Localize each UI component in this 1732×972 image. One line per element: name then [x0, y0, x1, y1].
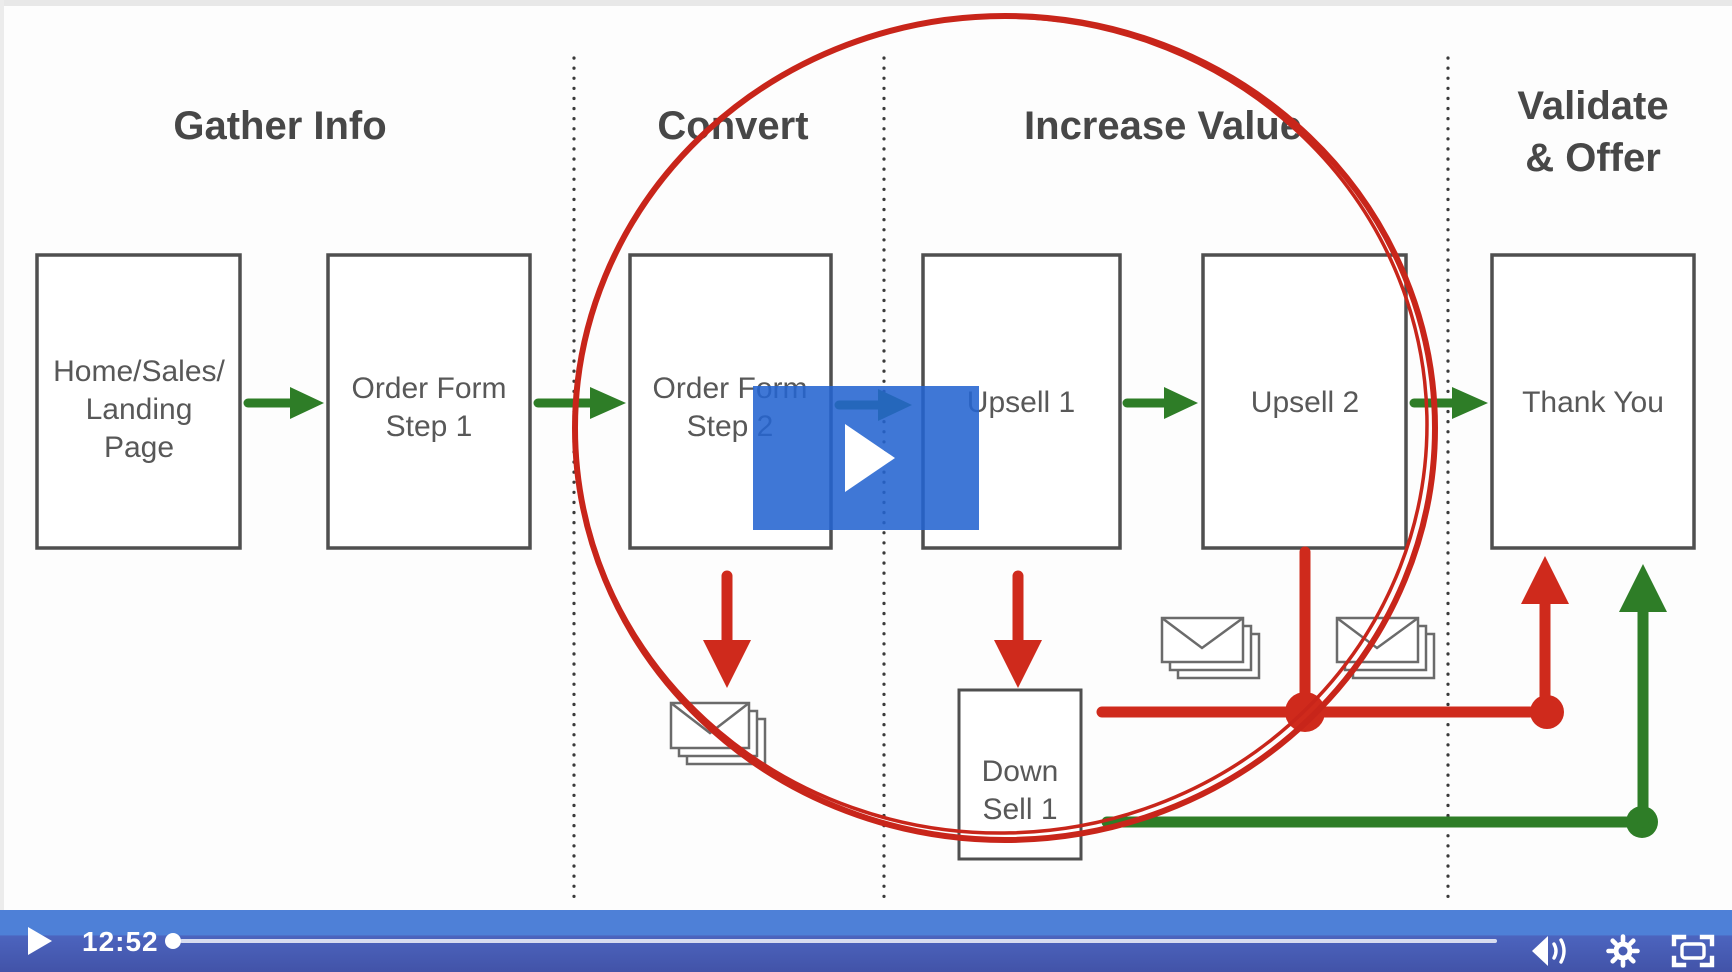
gear-icon[interactable] [1604, 934, 1642, 968]
play-icon [845, 424, 895, 492]
box-order-form-step-1 [326, 253, 532, 550]
green-arrow-2 [533, 387, 626, 419]
box-label: Step 1 [386, 410, 473, 443]
box-label: Home/Sales/ [53, 355, 225, 388]
volume-icon[interactable] [1531, 934, 1571, 968]
video-stage: Gather Info Convert Increase Value Valid… [0, 0, 1732, 910]
progress-bar[interactable] [180, 939, 1497, 943]
box-label: Upsell 1 [967, 386, 1075, 419]
box-label: Landing [86, 393, 193, 426]
box-home-sales-landing [35, 253, 242, 550]
email-envelope-stack-2 [1160, 616, 1261, 680]
box-label: Order Form [351, 372, 506, 405]
red-circle-annotation [572, 13, 1438, 843]
green-up-arrow-thank-you [1619, 564, 1667, 828]
green-arrow-4 [1122, 387, 1198, 419]
box-label: Upsell 2 [1251, 386, 1359, 419]
green-arrow-1 [243, 387, 324, 419]
section-header-gather-info: Gather Info [173, 104, 386, 148]
duration-label: 12:52 [82, 926, 159, 957]
progress-handle[interactable] [165, 933, 181, 949]
box-thank-you [1490, 253, 1696, 550]
section-header-increase-value: Increase Value [1024, 104, 1302, 148]
control-bar: 12:52 [0, 910, 1732, 972]
box-label: Page [104, 431, 174, 464]
box-label: Sell 1 [982, 793, 1057, 826]
email-envelope-stack-3 [1335, 616, 1436, 680]
letterbox-left [0, 0, 4, 910]
box-label: Thank You [1522, 386, 1664, 419]
fullscreen-icon[interactable] [1671, 934, 1715, 968]
letterbox-top [0, 0, 1732, 6]
section-header-validate-line1: Validate [1517, 84, 1668, 128]
red-down-arrow-upsell-1 [994, 570, 1042, 688]
red-up-arrow-thank-you [1521, 556, 1569, 718]
play-overlay-button[interactable] [753, 386, 979, 530]
funnel-diagram: Gather Info Convert Increase Value Valid… [35, 13, 1696, 908]
box-upsell-2 [1201, 253, 1408, 550]
play-icon[interactable] [28, 927, 52, 955]
red-down-arrow-order-form-2 [703, 570, 751, 688]
box-label: Down [982, 755, 1059, 788]
section-header-validate-line2: & Offer [1525, 136, 1661, 180]
